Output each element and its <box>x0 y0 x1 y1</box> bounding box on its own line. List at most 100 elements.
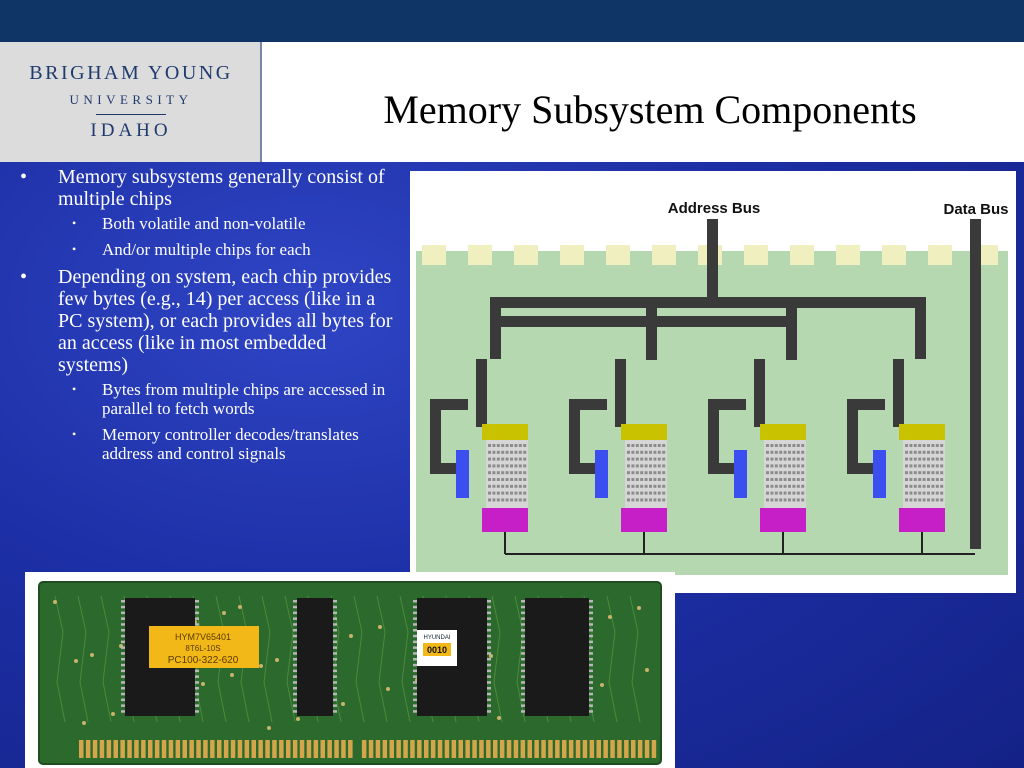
chip-label-line-2: 8T6L-10S <box>185 644 220 653</box>
chip-feed-bus <box>430 399 441 471</box>
pcb-trace <box>77 595 89 723</box>
edge-contact <box>175 740 181 758</box>
edge-contact <box>562 740 567 758</box>
edge-contact <box>555 740 560 758</box>
pcb-via <box>82 721 86 725</box>
edge-contact <box>382 740 388 758</box>
edge-contact <box>237 740 243 758</box>
edge-contact <box>624 740 629 758</box>
edge-contact <box>134 740 139 758</box>
pcb-via <box>600 683 604 687</box>
memory-chips <box>430 359 975 555</box>
edge-contact <box>493 740 498 758</box>
chip-feed-bus <box>847 399 858 471</box>
edge-contact <box>292 740 298 758</box>
bullet-text: Memory subsystems generally consist of m… <box>58 166 385 210</box>
pcb-via <box>386 687 390 691</box>
edge-contact <box>272 740 277 758</box>
edge-contact <box>375 740 381 758</box>
address-bus-lines <box>490 219 981 549</box>
connector-pad <box>422 245 446 265</box>
chip-bottom <box>760 508 806 532</box>
pcb-via <box>378 625 382 629</box>
edge-contact <box>589 740 595 758</box>
edge-contact <box>644 740 650 758</box>
edge-contact <box>513 740 519 758</box>
pcb-via <box>201 682 205 686</box>
edge-contact <box>203 740 208 758</box>
pcb-trace <box>491 595 503 723</box>
chip-top <box>760 424 806 440</box>
pcb-via <box>349 634 353 638</box>
edge-contact <box>617 740 622 758</box>
edge-contact <box>361 740 367 758</box>
edge-contact <box>99 740 105 758</box>
memory-chip <box>569 359 667 554</box>
address-bus-second <box>490 316 790 327</box>
edge-contact <box>424 740 429 758</box>
memory-chip <box>847 359 945 554</box>
edge-contact <box>389 740 394 758</box>
bullet-item: Depending on system, each chip provides … <box>18 266 393 463</box>
edge-contact <box>210 740 215 758</box>
edge-contact <box>486 740 491 758</box>
chip-label-sticker <box>149 626 259 668</box>
pcb-trace <box>376 595 388 723</box>
edge-contact <box>458 740 463 758</box>
chip-side <box>873 450 886 498</box>
chip-side <box>595 450 608 498</box>
sub-bullet-item: Both volatile and non-volatile <box>58 214 393 233</box>
address-bus-drop <box>646 308 657 360</box>
edge-contact <box>568 740 574 758</box>
edge-contact <box>85 740 91 758</box>
connector-pad <box>836 245 860 265</box>
connector-pad <box>514 245 538 265</box>
pcb-trace <box>399 595 411 723</box>
pcb-trace <box>606 595 618 723</box>
edge-contact <box>154 740 160 758</box>
edge-contact <box>127 740 132 758</box>
pcb-via <box>222 611 226 615</box>
edge-contact <box>217 740 222 758</box>
bullet-text: Depending on system, each chip provides … <box>58 266 393 376</box>
edge-contact <box>403 740 408 758</box>
chip-feed-bus <box>569 399 580 471</box>
data-bus-label: Data Bus <box>943 201 1008 218</box>
pcb-trace <box>284 595 296 723</box>
pcb-via <box>53 600 57 604</box>
memory-chip <box>430 359 528 554</box>
pcb-via <box>645 668 649 672</box>
chip-side <box>734 450 747 498</box>
pcb-via <box>341 702 345 706</box>
slide-title: Memory Subsystem Components <box>383 87 917 132</box>
edge-contact <box>306 740 312 758</box>
pcb-via <box>637 606 641 610</box>
pcb-trace <box>100 595 112 723</box>
edge-contact <box>437 740 443 758</box>
edge-contact <box>148 740 153 758</box>
sub-bullet-item: Memory controller decodes/translates add… <box>58 425 393 463</box>
edge-contact <box>106 740 112 758</box>
edge-contact <box>279 740 284 758</box>
edge-contact <box>410 740 415 758</box>
edge-contact <box>251 740 256 758</box>
pcb-trace <box>353 595 365 723</box>
edge-contact <box>506 740 512 758</box>
edge-contact <box>396 740 401 758</box>
chip-bottom <box>482 508 528 532</box>
pcb-via <box>608 615 612 619</box>
chip-side <box>456 450 469 498</box>
edge-contact <box>596 740 601 758</box>
chip-bottom <box>899 508 945 532</box>
connector-pad <box>560 245 584 265</box>
edge-contact <box>534 740 539 758</box>
edge-contact <box>582 740 588 758</box>
memory-chip <box>708 359 806 554</box>
address-bus-drop <box>915 297 926 359</box>
edge-contact <box>196 740 201 758</box>
pcb-via <box>489 654 493 658</box>
sub-bullet-item: Bytes from multiple chips are accessed i… <box>58 380 393 418</box>
edge-contact <box>334 740 339 758</box>
logo-line-3: IDAHO <box>90 120 172 141</box>
connector-pad <box>790 245 814 265</box>
